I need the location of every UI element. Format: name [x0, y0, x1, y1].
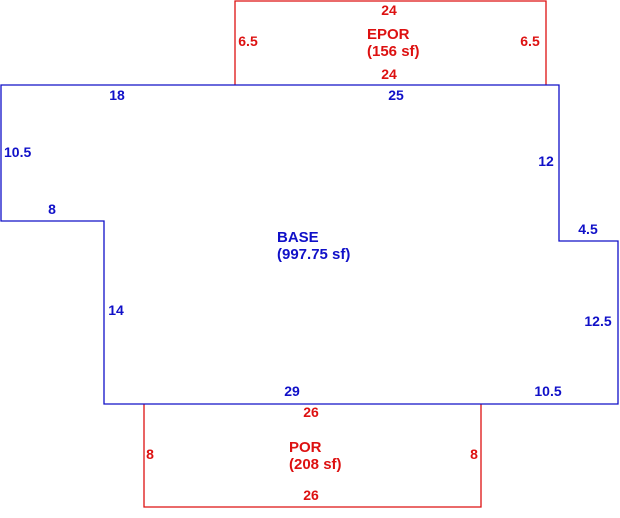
por-dim-bottom: 26 [303, 487, 319, 503]
epor-area: (156 sf) [367, 43, 420, 60]
base-dim-top-left: 18 [109, 87, 125, 103]
por-dim-left: 8 [146, 446, 154, 462]
base-dim-notch-bottom: 8 [48, 201, 56, 217]
base-dim-left-lower: 14 [108, 302, 124, 318]
epor-dim-left: 6.5 [238, 33, 258, 49]
epor-dim-top: 24 [381, 2, 397, 18]
base-dim-bottom-right: 10.5 [534, 383, 561, 399]
base-dim-left: 10.5 [4, 144, 31, 160]
base-outline [0, 84, 619, 405]
base-name: BASE [277, 229, 319, 246]
base-dim-top-right: 25 [388, 87, 404, 103]
por-area: (208 sf) [289, 456, 342, 473]
por-dim-top: 26 [303, 404, 319, 420]
base-dim-bottom: 29 [284, 383, 300, 399]
por-name: POR [289, 439, 322, 456]
por-dim-right: 8 [470, 446, 478, 462]
epor-dim-right: 6.5 [520, 33, 540, 49]
base-area: (997.75 sf) [277, 246, 350, 263]
base-dim-right-upper: 12 [538, 153, 554, 169]
base-dim-right-step: 4.5 [578, 221, 598, 237]
epor-name: EPOR [367, 26, 410, 43]
epor-dim-bottom: 24 [381, 66, 397, 82]
base-dim-right-lower: 12.5 [584, 313, 611, 329]
epor-outline [234, 0, 547, 85]
por-outline [143, 404, 482, 508]
